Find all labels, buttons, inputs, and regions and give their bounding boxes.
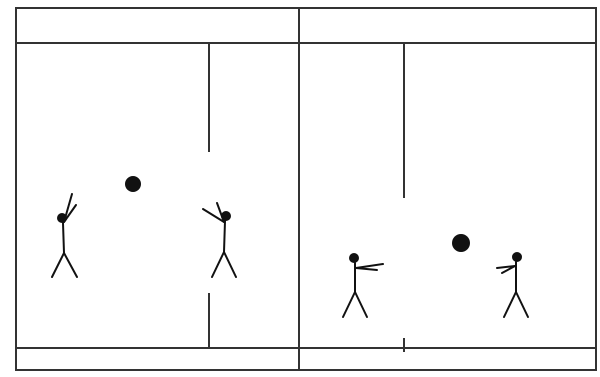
figure-leg xyxy=(64,253,77,277)
figure-leg xyxy=(52,253,64,277)
left-panel-figure-a xyxy=(52,194,77,277)
left-panel xyxy=(52,43,236,348)
right-panel xyxy=(343,43,528,352)
right-panel-figure-a xyxy=(343,253,383,317)
figure-arm xyxy=(356,268,377,270)
figure-leg xyxy=(355,292,367,317)
figure-leg xyxy=(516,292,528,317)
figure-head xyxy=(512,252,522,262)
outer-border xyxy=(16,8,596,370)
figure-head xyxy=(349,253,359,263)
right-panel-figure-b xyxy=(497,252,528,317)
figure-leg xyxy=(343,292,355,317)
figure-body xyxy=(63,223,64,253)
right-ball xyxy=(452,234,470,252)
frame xyxy=(16,8,596,370)
figure-leg xyxy=(212,252,224,277)
left-ball xyxy=(125,176,141,192)
figure-body xyxy=(224,221,225,252)
figure-leg xyxy=(504,292,516,317)
left-panel-figure-b xyxy=(203,203,236,277)
figure-leg xyxy=(224,252,236,277)
